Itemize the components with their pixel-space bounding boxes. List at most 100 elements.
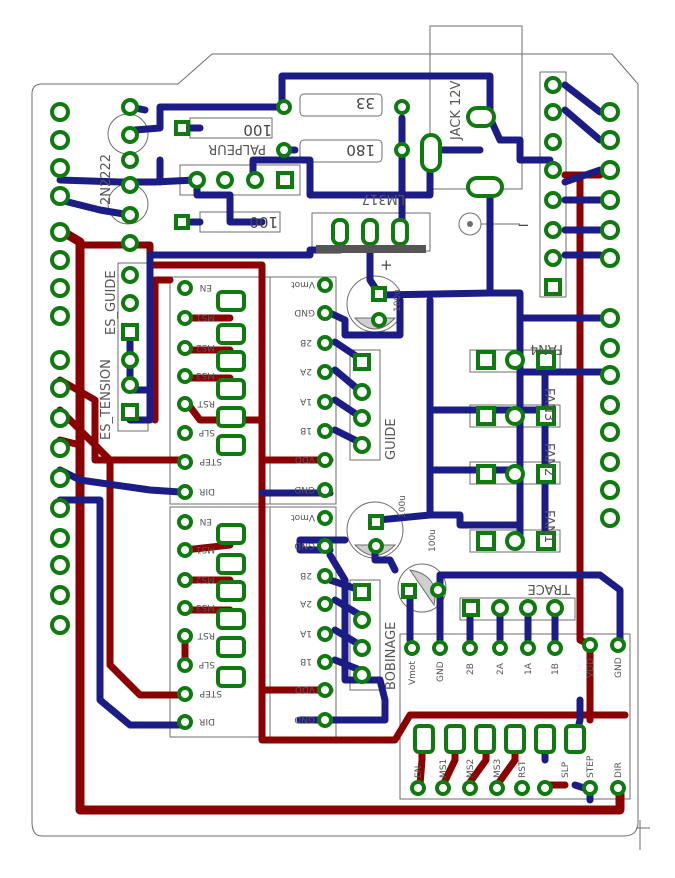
transistor-label: 2N2222	[99, 154, 114, 205]
d2-pin-rst: RST	[197, 630, 215, 640]
es-guide-label: ES_GUIDE	[104, 270, 119, 335]
pads-driver2	[177, 510, 333, 730]
es-tension-label: ES_TENSION	[99, 359, 114, 440]
d1-pin-ms1: MS1	[196, 312, 215, 322]
d1-pin-slp: SLP	[198, 427, 215, 437]
fan4-label: FAN4	[530, 341, 563, 356]
cap2-label: 100u	[398, 495, 408, 518]
pads-resistors	[188, 99, 410, 189]
pads-jack	[420, 106, 504, 198]
regulator-label: LM317	[362, 191, 405, 206]
d1-pin-2b: 2B	[300, 337, 312, 347]
bd-pin-dir: DIR	[614, 762, 624, 778]
d2-pin-gnd1: GND	[294, 540, 315, 550]
fan1-label: FAN1	[541, 510, 556, 543]
d1-pin-ms2: MS2	[196, 342, 215, 352]
d1-pin-vmot: Vmot	[291, 279, 315, 289]
d1-pin-1b: 1B	[300, 425, 312, 435]
pads-bottom-driver	[404, 637, 626, 796]
d1-pin-2a: 2A	[299, 366, 312, 376]
resistor-180-label: 180	[346, 141, 375, 159]
pads-header-column	[544, 76, 562, 296]
pads-driver1	[177, 277, 333, 500]
d1-pin-en: EN	[200, 282, 212, 292]
pads-fans	[476, 350, 556, 551]
bd-pin-en: EN	[414, 766, 424, 778]
d1-pin-step: STEP	[199, 456, 222, 466]
resistor-33-body	[299, 93, 383, 117]
d2-pin-1b: 1B	[300, 656, 312, 666]
d2-pin-vmot: Vmot	[291, 512, 315, 522]
d2-pin-gnd2: GND	[294, 714, 315, 724]
bd-pin-ms2: MS2	[466, 759, 476, 778]
palpeur-label: PALPEUR	[208, 141, 266, 156]
pads-trace	[462, 599, 564, 617]
bd-pin-slp: SLP	[561, 761, 571, 778]
jack-label: JACK 12V	[449, 80, 464, 141]
pads-left-header	[50, 102, 70, 635]
pads-guide	[353, 353, 371, 454]
pads-caps	[368, 286, 446, 599]
bd-top-2a: 2A	[496, 662, 506, 675]
driver1-right-pin-labels: Vmot GND 2B 2A 1A 1B VDD GND	[291, 279, 315, 494]
guide-label: GUIDE	[384, 418, 399, 460]
d1-pin-ms3: MS3	[196, 370, 215, 380]
bd-top-1b: 1B	[551, 663, 561, 675]
trace-outline	[459, 597, 576, 621]
fan3-label: FAN3	[541, 388, 556, 421]
d2-pin-slp: SLP	[198, 659, 215, 669]
fan2-label: FAN2	[541, 443, 556, 476]
d2-pin-1a: 1A	[299, 628, 312, 638]
bd-pin-ms1: MS1	[439, 759, 449, 778]
d1-pin-vdd: VDD	[295, 454, 315, 464]
d2-pin-en: EN	[200, 516, 212, 526]
cap3-outline	[397, 563, 447, 613]
d1-pin-1a: 1A	[299, 396, 312, 406]
driver2-left-pin-labels: EN MS1 MS2 MS3 RST SLP STEP DIR	[196, 516, 222, 726]
pads-bobinage	[353, 583, 371, 684]
bobinage-label: BOBINAGE	[384, 622, 399, 690]
pads-regulator	[316, 218, 426, 253]
pads-es-guide	[121, 266, 139, 421]
d2-pin-2b: 2B	[300, 570, 312, 580]
bd-top-vmot: Vmot	[408, 661, 418, 685]
polarity-minus-label: −	[517, 216, 530, 234]
cap1-label: 100u	[393, 289, 403, 312]
trace-label: TRACE	[528, 581, 571, 596]
pads-right-header	[600, 102, 620, 528]
d1-pin-gnd1: GND	[294, 307, 315, 317]
bd-top-gnd1: GND	[436, 661, 446, 682]
resistor-180-body	[299, 139, 383, 163]
d2-pin-dir: DIR	[199, 716, 215, 726]
bd-pin-ms3: MS3	[493, 759, 503, 778]
board-outline	[31, 53, 639, 837]
pads-transistors	[121, 98, 190, 252]
cap3-polarity	[408, 569, 436, 607]
d2-pin-ms1: MS1	[196, 544, 215, 554]
bd-pin-rst: RST	[518, 760, 528, 778]
driver2-right-pin-labels: Vmot GND 2B 2A 1A 1B VDD GND	[291, 512, 315, 724]
bottom-driver-bottom-labels: EN MS1 MS2 MS3 RST SLP STEP DIR	[414, 755, 624, 778]
d1-pin-dir: DIR	[199, 486, 215, 496]
polarity-center	[467, 221, 473, 227]
polarity-plus-label: +	[380, 256, 393, 274]
driver1-left-pin-labels: EN MS1 MS2 MS3 RST SLP STEP DIR	[196, 282, 222, 496]
resistor-100-bottom-label: 100	[249, 213, 278, 231]
d1-pin-rst: RST	[197, 398, 215, 408]
bd-pin-step: STEP	[586, 755, 596, 778]
d2-pin-step: STEP	[199, 688, 222, 698]
bd-top-vdd: VDD	[586, 658, 596, 678]
bd-top-2b: 2B	[466, 663, 476, 675]
bd-top-1a: 1A	[524, 662, 534, 675]
d1-pin-gnd2: GND	[294, 484, 315, 494]
d2-pin-ms3: MS3	[196, 602, 215, 612]
resistor-100-top-label: 100	[243, 121, 272, 139]
bottom-driver-top-labels: Vmot GND 2B 2A 1A 1B VDD GND	[408, 657, 624, 685]
d2-pin-2a: 2A	[299, 598, 312, 608]
cap3-label: 100u	[428, 529, 438, 552]
bd-top-gnd2: GND	[614, 657, 624, 678]
d2-pin-vdd: VDD	[295, 684, 315, 694]
resistor-33-label: 33	[356, 94, 375, 112]
origin-mark	[636, 820, 650, 850]
